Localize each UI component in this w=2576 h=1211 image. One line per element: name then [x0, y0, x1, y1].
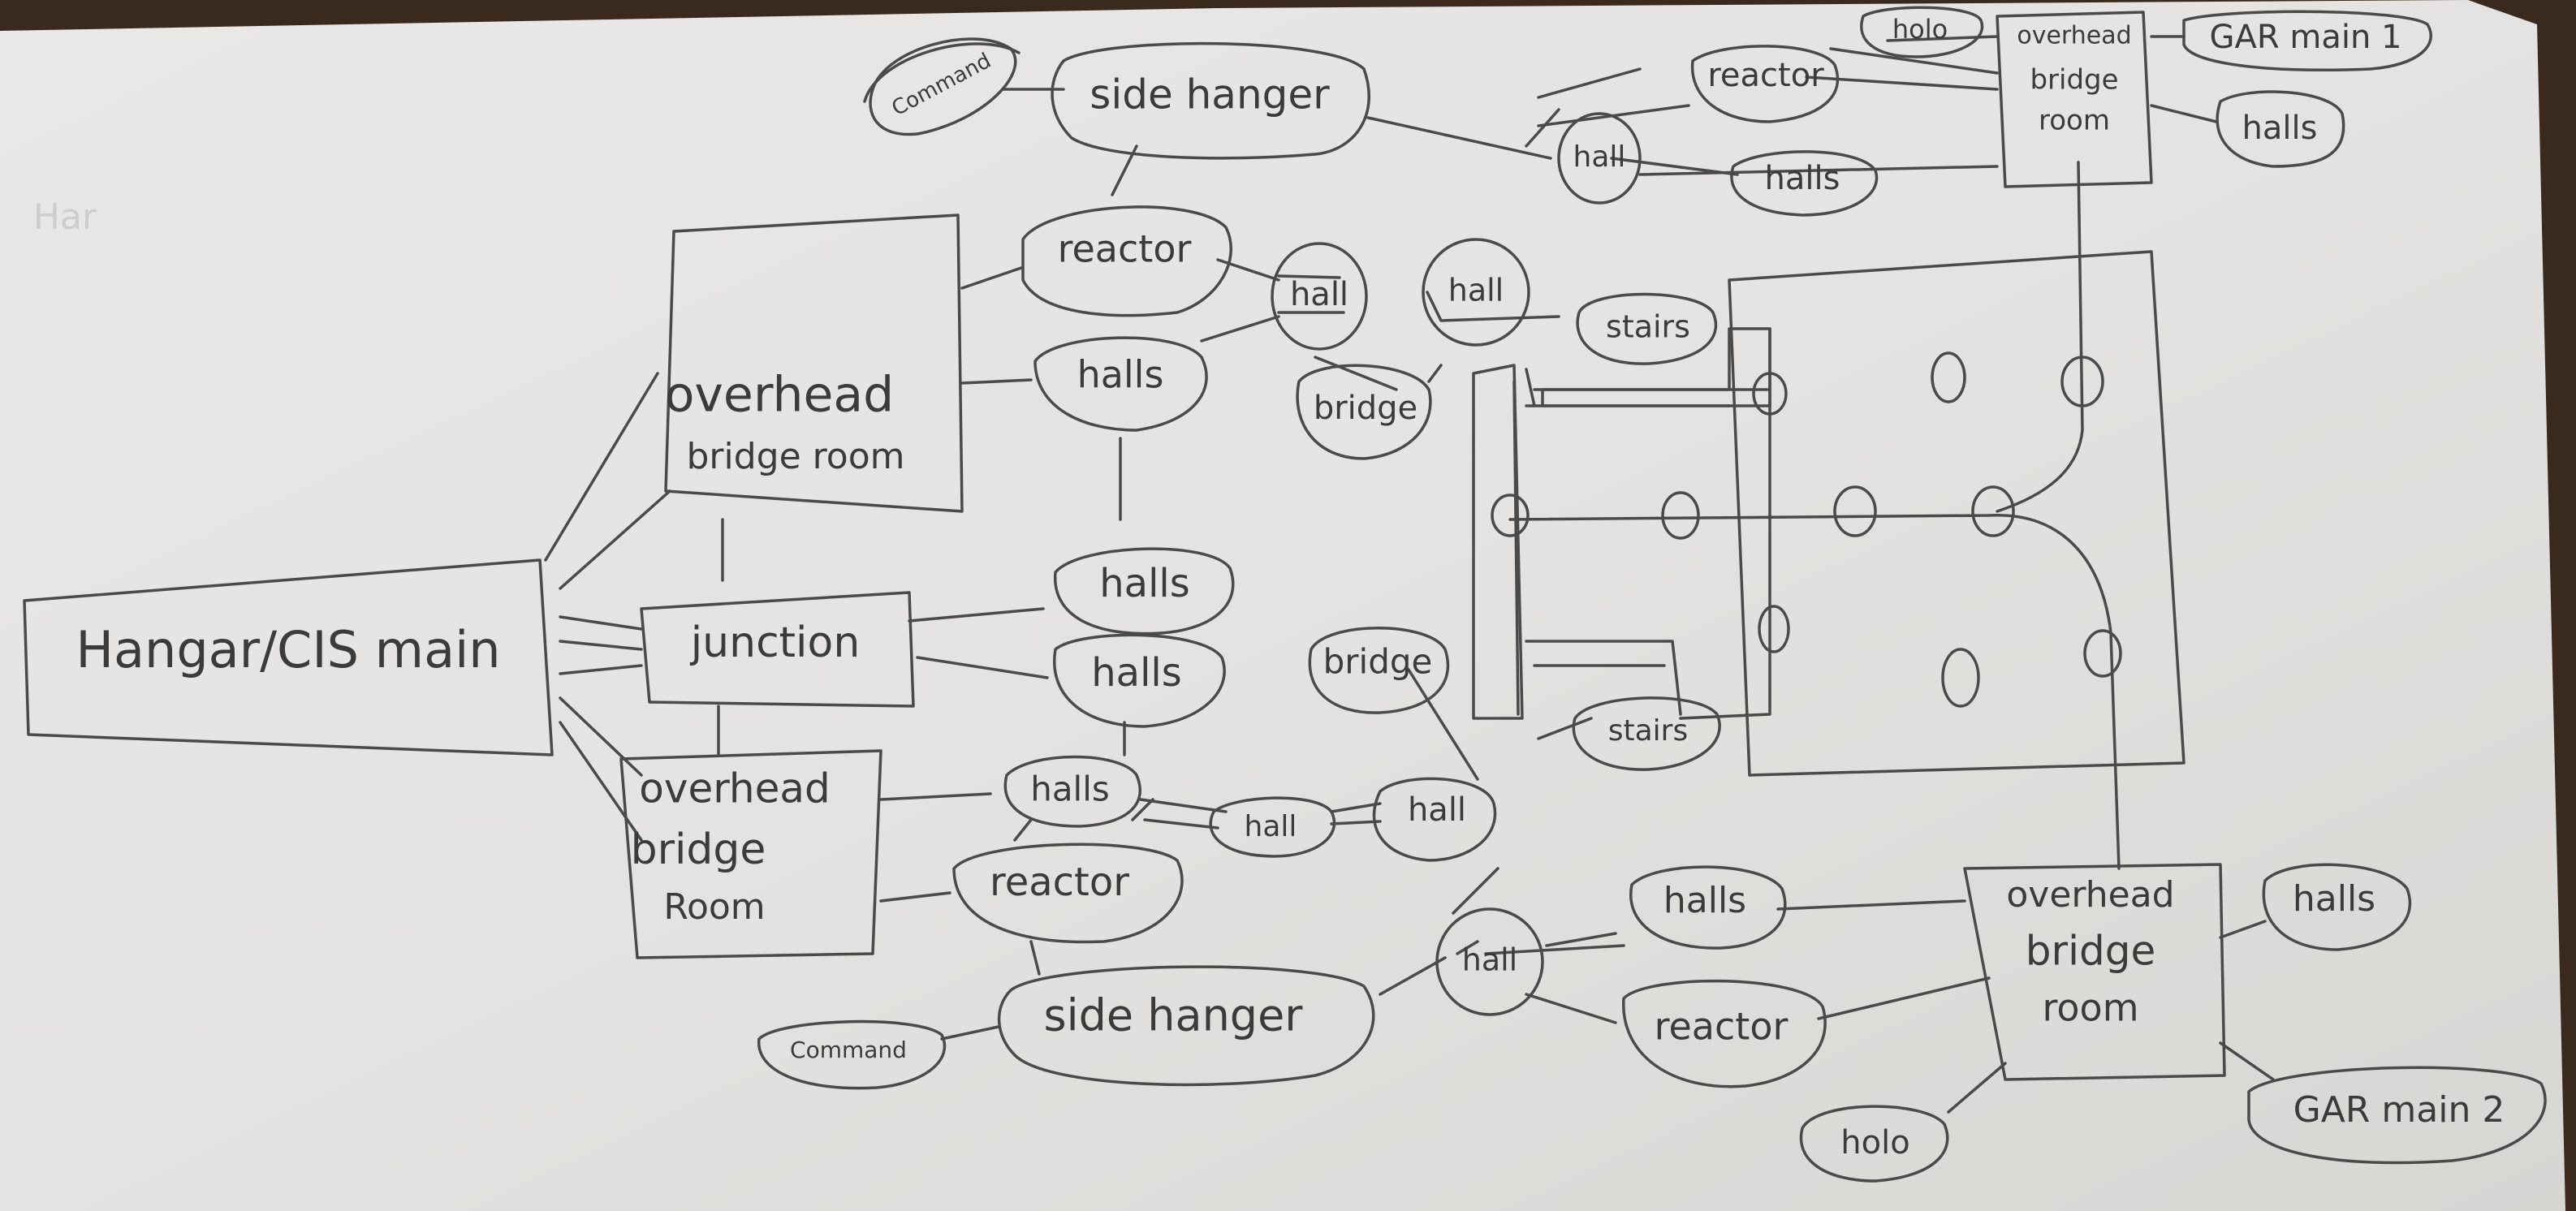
hangar-main-room	[23, 558, 554, 756]
overhead-bridge-room-bottom-right	[1963, 863, 2226, 1081]
overhead-bottom-line3: Room	[663, 886, 765, 928]
reactor-top-right-label: reactor	[1707, 57, 1824, 94]
bridge-top-label: bridge	[1314, 390, 1417, 427]
halls-mid-3-outline	[1003, 755, 1141, 828]
halls-top-left-outline	[1033, 336, 1208, 432]
hall-c-label: hall	[1245, 810, 1297, 843]
hall-a-label: hall	[1290, 276, 1348, 313]
overhead-top-right-line1: overhead	[2017, 22, 2131, 50]
halls-bottom-right-label: halls	[2293, 878, 2375, 920]
overhead-bridge-room-top	[664, 213, 964, 513]
halls-mid-3-label: halls	[1030, 769, 1110, 809]
reactor-bottom-left-outline	[952, 843, 1184, 944]
side-hanger-top-outline	[1051, 41, 1370, 160]
gar-main-1-label: GAR main 1	[2210, 19, 2402, 56]
overhead-bridge-room-top-right	[1996, 11, 2153, 188]
halls-top-left-label: halls	[1077, 353, 1164, 397]
hangar-main-label: Hangar/CIS main	[76, 620, 500, 679]
overhead-bottom-right-line3: room	[2043, 986, 2139, 1030]
oval-nodes	[757, 6, 2547, 1183]
overhead-top-line2: bridge room	[687, 436, 905, 477]
holo-top-label: holo	[1892, 14, 1948, 45]
deck-markers	[1491, 351, 2122, 708]
hall-b-outline	[1422, 238, 1530, 347]
bridge-bottom-outline	[1308, 627, 1450, 714]
side-hanger-top-label: side hanger	[1090, 71, 1330, 119]
overhead-bottom-right-line2: bridge	[2026, 928, 2155, 975]
command-bottom-label: Command	[790, 1036, 907, 1063]
hall-top-label: hall	[1573, 140, 1626, 174]
reactor-bottom-mid-label: reactor	[1655, 1005, 1789, 1049]
overhead-bottom-line1: overhead	[639, 765, 830, 812]
halls-top-mid-outline	[1730, 150, 1879, 217]
side-hanger-bottom-label: side hanger	[1043, 990, 1303, 1041]
halls-mid-2-outline	[1053, 633, 1226, 728]
stairs-top-outline	[1576, 292, 1718, 365]
reactor-top-left-label: reactor	[1058, 227, 1192, 271]
faint-note: Har	[33, 196, 97, 238]
gar-main-2-label: GAR main 2	[2293, 1089, 2505, 1131]
hall-a-outline	[1271, 242, 1368, 351]
stairs-top-label: stairs	[1606, 309, 1690, 345]
overhead-top-right-line3: room	[2039, 105, 2110, 137]
bridge-bottom-label: bridge	[1323, 642, 1433, 682]
holo-bottom-label: holo	[1840, 1124, 1909, 1161]
stairs-bottom-label: stairs	[1608, 714, 1689, 748]
reactor-top-left-outline	[1021, 205, 1232, 317]
halls-top-right-outline	[2216, 90, 2345, 168]
halls-bottom-mid-label: halls	[1663, 880, 1746, 921]
reactor-top-right-outline	[1690, 45, 1840, 123]
overhead-bottom-right-line1: overhead	[2006, 874, 2174, 916]
halls-mid-1-outline	[1054, 547, 1235, 636]
gar-main-2-outline	[2247, 1066, 2547, 1165]
reactor-bottom-mid-outline	[1622, 979, 1827, 1088]
junction-label: junction	[690, 618, 861, 667]
hall-c-outline	[1209, 796, 1336, 858]
hall-b-label: hall	[1448, 273, 1504, 308]
junction-room	[640, 591, 915, 708]
halls-top-mid-label: halls	[1765, 160, 1840, 197]
overhead-top-line1: overhead	[665, 367, 895, 424]
halls-bottom-right-outline	[2262, 863, 2412, 951]
halls-top-right-label: halls	[2242, 110, 2318, 147]
stairs-bottom-outline	[1572, 696, 1721, 771]
overhead-bottom-line2: bridge	[631, 825, 766, 874]
halls-bottom-mid-outline	[1629, 865, 1787, 950]
halls-mid-1-label: halls	[1099, 561, 1190, 606]
overhead-top-right-line2: bridge	[2030, 64, 2118, 97]
holo-top-outline	[1860, 6, 1984, 58]
bridge-top-outline	[1296, 364, 1432, 460]
overhead-bridge-room-bottom	[619, 749, 882, 959]
holo-bottom-outline	[1799, 1105, 1949, 1183]
command-top-outline	[869, 37, 1017, 136]
hall-bottom-label: hall	[1462, 942, 1518, 978]
hall-top-outline	[1557, 112, 1642, 205]
gar-main-1-outline	[2182, 10, 2432, 71]
command-bottom-outline	[757, 1019, 947, 1090]
reactor-bottom-left-label: reactor	[990, 860, 1129, 905]
side-hanger-bottom-outline	[997, 965, 1375, 1087]
hall-d-label: hall	[1408, 791, 1466, 829]
hall-d-outline	[1372, 777, 1497, 862]
hall-bottom-outline	[1435, 907, 1544, 1016]
halls-mid-2-label: halls	[1091, 650, 1182, 696]
deck-outline	[1472, 161, 2186, 870]
